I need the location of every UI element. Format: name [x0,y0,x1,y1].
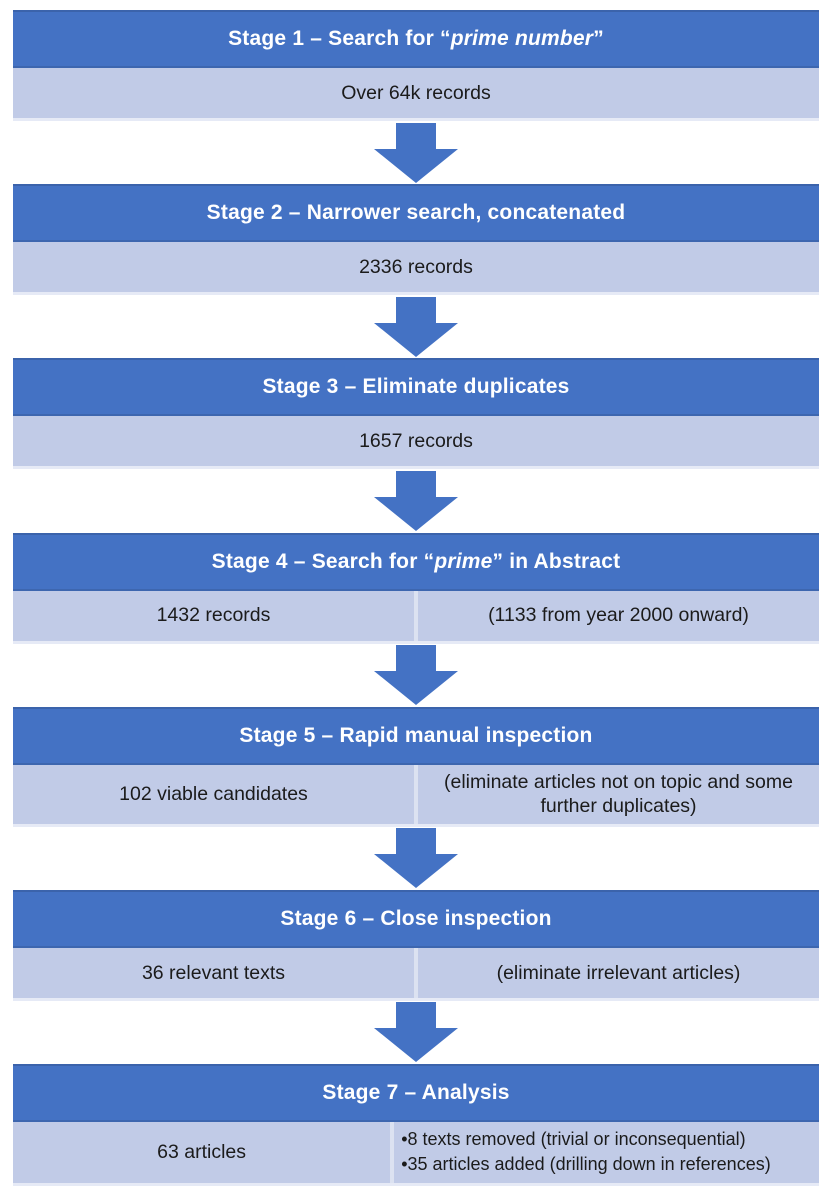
stage-3-title: Stage 3 – Eliminate duplicates [262,375,570,399]
stage-3: Stage 3 – Eliminate duplicates 1657 reco… [13,358,819,470]
note-line: •8 texts removed (trivial or inconsequen… [401,1128,746,1149]
down-arrow-icon [374,296,458,357]
stage-5-body: 102 viable candidates (eliminate article… [13,764,819,827]
stage-2: Stage 2 – Narrower search, concatenated … [13,184,819,296]
flow-arrow-1 [13,122,819,184]
stage-4: Stage 4 – Search for “prime” in Abstract… [13,532,819,644]
flow-arrow-6 [13,1001,819,1063]
stage-1-title: Stage 1 – Search for “prime number” [228,27,604,50]
stage-1: Stage 1 – Search for “prime number” Over… [13,10,819,121]
stage-2-body: 2336 records [13,242,819,296]
down-arrow-icon [374,470,458,531]
stage-6-note-cell: (eliminate irrelevant articles) [496,961,741,984]
stage-1-body: Over 64k records [13,68,819,121]
down-arrow-icon [374,645,458,706]
stage-6-title: Stage 6 – Close inspection [280,906,552,930]
column-divider [414,947,418,998]
flow-arrow-2 [13,296,819,358]
stage-4-title: Stage 4 – Search for “prime” in Abstract [211,549,621,573]
stage-7-result-cell: 63 articles [157,1141,247,1164]
stage-6: Stage 6 – Close inspection 36 relevant t… [13,889,819,1001]
down-arrow-icon [374,1002,458,1063]
stage-1-result-cell: Over 64k records [341,81,491,104]
stage-4-body: 1432 records (1133 from year 2000 onward… [13,590,819,644]
stage-5-header: Stage 5 – Rapid manual inspection [13,706,819,765]
flow-arrow-4 [13,644,819,706]
stage-4-header: Stage 4 – Search for “prime” in Abstract [13,532,819,591]
stage-4-note-cell: (1133 from year 2000 onward) [488,604,749,627]
stage-2-result-cell: 2336 records [359,256,473,278]
stage-2-title: Stage 2 – Narrower search, concatenated [206,201,626,225]
stage-5-title: Stage 5 – Rapid manual inspection [239,723,593,747]
column-divider [414,590,418,641]
column-divider [390,1121,395,1183]
stage-3-result-cell: 1657 records [359,430,473,453]
stage-4-result-cell: 1432 records [156,604,271,627]
stage-1-header: Stage 1 – Search for “prime number” [13,10,819,68]
flow-arrow-3 [13,470,819,532]
stage-3-header: Stage 3 – Eliminate duplicates [13,358,819,417]
stage-7: Stage 7 – Analysis 63 articles •8 texts … [13,1063,819,1186]
stage-7-notes-cell: •8 texts removed (trivial or inconsequen… [394,1122,819,1183]
column-divider [414,764,418,824]
stage-5-result-cell: 102 viable candidates [119,782,308,805]
stage-3-body: 1657 records [13,416,819,470]
stage-5-note-cell: (eliminate articles not on topic and som… [443,770,793,818]
stage-6-header: Stage 6 – Close inspection [13,889,819,948]
flow-arrow-5 [13,827,819,889]
stage-6-result-cell: 36 relevant texts [141,961,286,984]
stage-5: Stage 5 – Rapid manual inspection 102 vi… [13,706,819,827]
note-line: •35 articles added (drilling down in ref… [401,1154,771,1175]
down-arrow-icon [374,828,458,889]
stage-6-body: 36 relevant texts (eliminate irrelevant … [13,947,819,1001]
stage-7-title: Stage 7 – Analysis [322,1080,510,1104]
down-arrow-icon [374,122,458,183]
stage-2-header: Stage 2 – Narrower search, concatenated [13,184,819,243]
stage-7-header: Stage 7 – Analysis [13,1063,819,1122]
stage-7-body: 63 articles •8 texts removed (trivial or… [13,1121,819,1186]
